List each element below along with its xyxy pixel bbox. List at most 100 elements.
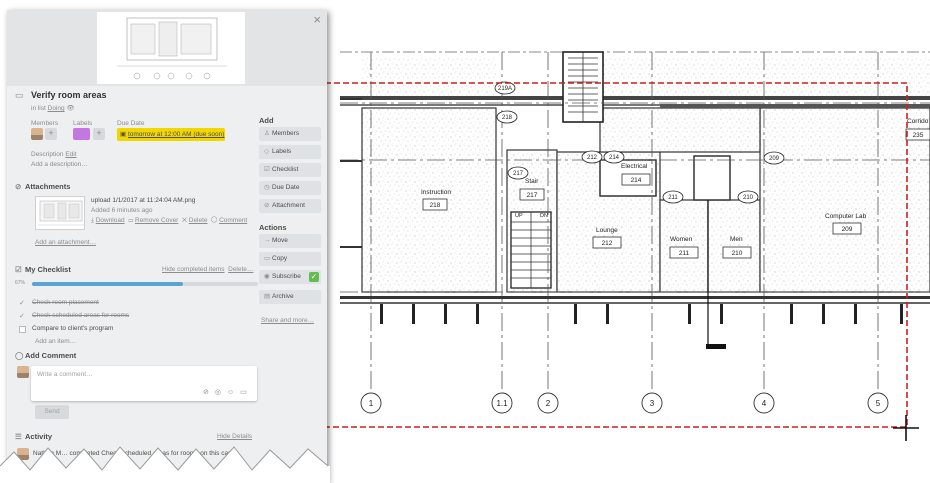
download-link[interactable]: Download [95, 217, 125, 224]
in-list-line: in list Doing 👁 [31, 104, 75, 112]
attachments-heading: ⊘Attachments [15, 182, 71, 191]
door-tag-211: 211 [668, 195, 678, 201]
clock-icon: ◷ [264, 184, 270, 191]
checklist-item-checkbox-2[interactable]: ✓ [19, 313, 25, 320]
purple-label-chip[interactable] [73, 128, 90, 140]
room-number-210: 210 [732, 250, 743, 257]
due-date-button[interactable]: ◷Due Date [259, 181, 321, 195]
crosshair-cursor-icon [893, 415, 919, 441]
door-tag-219a: 219A [498, 86, 512, 92]
grid-bubble-4: 4 [762, 399, 767, 408]
delete-x-icon: ✕ [181, 217, 187, 224]
room-name-instruction: Instruction [421, 189, 451, 196]
card-title-row: ▭ Verify room areas [15, 90, 107, 101]
description-edit-link[interactable]: Edit [65, 151, 77, 158]
door-tag-218: 218 [502, 115, 513, 121]
checklist-item-2[interactable]: Check scheduled areas for rooms [32, 312, 130, 319]
hide-details-link[interactable]: Hide Details [217, 433, 253, 440]
checklist-item-checkbox-3[interactable] [19, 326, 26, 333]
members-label: Members [31, 120, 59, 127]
attachment-thumbnail[interactable] [35, 196, 85, 230]
delete-attachment-link[interactable]: Delete [188, 217, 208, 224]
door-tag-214: 214 [609, 155, 620, 161]
stair-label-up: UP [515, 213, 523, 219]
activity-entry: Nathan M… completed Check scheduled area… [33, 450, 234, 457]
checklist-progress-bar [32, 282, 258, 286]
speech-bubble-icon: ◯ [15, 351, 24, 360]
move-button[interactable]: →Move [259, 234, 321, 248]
room-name-corridor: Corrido [907, 118, 929, 125]
description-placeholder[interactable]: Add a description… [31, 161, 88, 168]
member-avatar[interactable] [31, 128, 43, 140]
hide-completed-link[interactable]: Hide completed items [162, 266, 225, 273]
description-label: Description [31, 151, 64, 158]
comment-attachment-link[interactable]: Comment [219, 217, 248, 224]
clock-icon: ▣ [120, 131, 127, 138]
door-tag-212: 212 [587, 155, 598, 161]
archive-button[interactable]: ▤Archive [259, 290, 321, 304]
copy-button[interactable]: ▭Copy [259, 252, 321, 266]
person-icon: ♙ [264, 130, 270, 137]
attach-icon[interactable]: ⊘ [203, 389, 215, 396]
room-name-lounge: Lounge [596, 227, 618, 234]
card-icon: ▭ [15, 90, 24, 100]
door-tag-209: 209 [769, 156, 780, 162]
share-and-more-link[interactable]: Share and more… [261, 317, 315, 324]
add-attachment-link[interactable]: Add an attachment… [35, 239, 97, 246]
send-comment-button[interactable]: Send [35, 405, 69, 419]
stair-label-dn: DN [540, 213, 548, 219]
card-title[interactable]: Verify room areas [30, 90, 107, 100]
arrow-right-icon: → [264, 237, 271, 244]
checklist-item-checkbox-1[interactable]: ✓ [19, 300, 25, 307]
grid-bubble-1: 1 [369, 399, 374, 408]
commenter-avatar [17, 366, 29, 378]
grid-bubble-1-1: 1.1 [496, 399, 508, 408]
attachment-actions: ⤓ Download ▭ Remove Cover ✕ Delete ◯ Com… [91, 217, 247, 225]
add-label-button[interactable]: + [93, 128, 105, 140]
activity-avatar [17, 448, 29, 460]
labels-button[interactable]: ◇Labels [259, 145, 321, 159]
tag-icon: ◇ [264, 148, 269, 155]
checkbox-icon: ☑ [15, 265, 22, 274]
watch-eye-icon[interactable]: 👁 [66, 105, 75, 112]
comment-input[interactable]: Write a comment… ⊘◎☺▭ [31, 366, 257, 401]
add-checklist-item[interactable]: Add an item… [35, 338, 77, 345]
paperclip-icon: ⊘ [264, 202, 270, 209]
delete-checklist-link[interactable]: Delete… [228, 266, 254, 273]
checklist-item-1[interactable]: Check room placement [32, 299, 99, 306]
room-number-212: 212 [602, 240, 613, 247]
eye-icon: ◉ [264, 273, 270, 280]
door-tag-217: 217 [513, 171, 524, 177]
due-date-badge[interactable]: ▣ tomorrow at 12:00 AM (due soon) [117, 128, 225, 141]
room-name-computer-lab: Computer Lab [825, 213, 867, 220]
actions-section-heading: Actions [259, 223, 287, 232]
comment-icon: ◯ [211, 217, 218, 224]
mention-icon[interactable]: ◎ [214, 389, 227, 396]
in-list-prefix: in list [31, 105, 46, 112]
members-button[interactable]: ♙Members [259, 127, 321, 141]
archive-box-icon: ▤ [264, 293, 271, 300]
checklist-item-3[interactable]: Compare to client's program [32, 325, 114, 332]
list-name-link[interactable]: Doing [47, 105, 65, 112]
checklist-heading: ☑My Checklist [15, 265, 71, 274]
due-date-label: Due Date [117, 120, 145, 127]
checklist-icon: ☑ [264, 166, 270, 173]
add-member-button[interactable]: + [45, 128, 57, 140]
emoji-icon[interactable]: ☺ [226, 389, 241, 396]
close-icon[interactable]: × [313, 12, 321, 27]
card-cover [7, 10, 327, 86]
grid-bubble-3: 3 [650, 399, 655, 408]
door-tag-210: 210 [743, 195, 754, 201]
subscribe-button[interactable]: ◉Subscribe✓ [259, 270, 321, 284]
checklist-button[interactable]: ☑Checklist [259, 163, 321, 177]
description-row: Description Edit [31, 151, 77, 158]
card-link-icon[interactable]: ▭ [240, 389, 253, 396]
remove-cover-link[interactable]: Remove Cover [135, 217, 179, 224]
copy-icon: ▭ [264, 255, 271, 262]
comment-toolbar: ⊘◎☺▭ [203, 388, 253, 396]
cover-image[interactable] [97, 12, 245, 84]
attachment-button[interactable]: ⊘Attachment [259, 199, 321, 213]
card-detail-panel: × ▭ Verify room areas in list Doing 👁 Me… [7, 10, 327, 483]
cover-icon: ▭ [128, 217, 134, 224]
